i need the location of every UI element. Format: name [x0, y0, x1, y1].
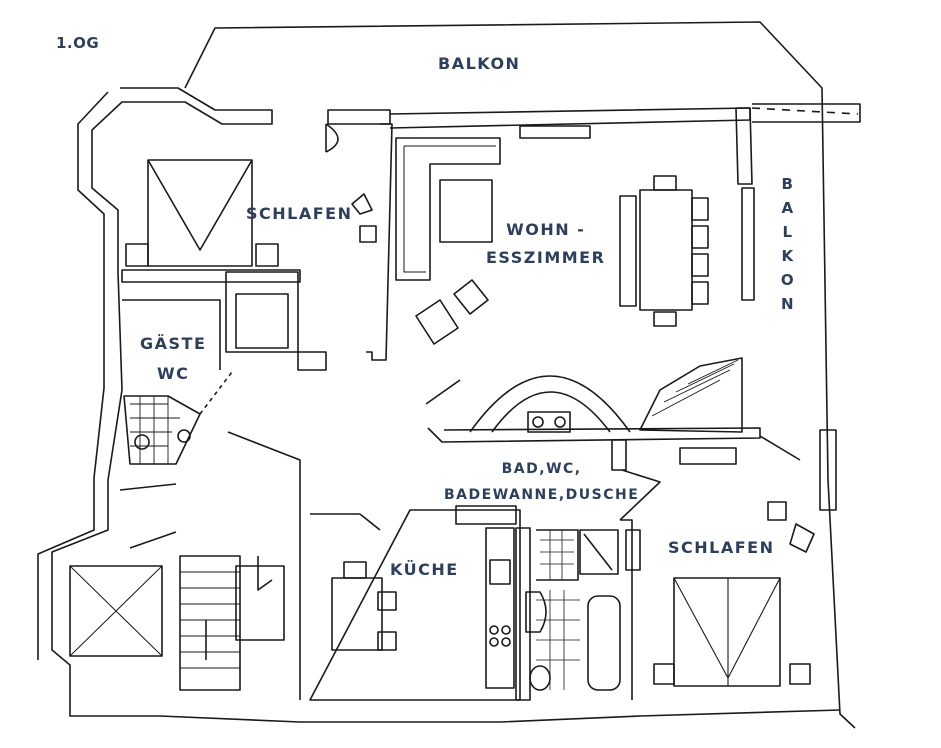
kitchen-table	[331, 577, 383, 651]
room-label-balkon-top: BALKON	[438, 54, 521, 73]
balkon-letter: L	[782, 223, 794, 241]
outer-wall	[51, 87, 841, 723]
room-label-schlafen-2: SCHLAFEN	[668, 538, 775, 557]
bathtub	[587, 595, 621, 691]
shower	[579, 529, 619, 575]
wohn-line-1: WOHN -	[506, 220, 586, 239]
bed-1	[147, 159, 253, 267]
wohn-line-2: ESSZIMMER	[486, 248, 606, 267]
dining-table	[639, 189, 693, 311]
balkon-letter: B	[781, 175, 795, 193]
guest-wc-box	[225, 271, 299, 353]
bedroom1-walls	[121, 123, 393, 361]
stair-lower	[179, 555, 241, 691]
balkon-letter: A	[781, 199, 795, 217]
balcony-outline	[184, 21, 856, 729]
bedroom2-walls	[619, 429, 837, 521]
living-right-wall	[735, 103, 861, 185]
room-label-kueche: KÜCHE	[390, 560, 459, 579]
floor-label: 1.OG	[56, 34, 100, 52]
gaeste-line-1: GÄSTE	[140, 334, 207, 353]
room-label-balkon-right: B A L K O N	[778, 175, 798, 313]
kitchen-counter	[485, 527, 515, 689]
bad-line-2: BADEWANNE,DUSCHE	[444, 487, 640, 503]
room-label-bad: BAD,WC, BADEWANNE,DUSCHE	[444, 456, 639, 508]
balkon-letter: N	[780, 295, 796, 313]
balcony-dashed	[751, 107, 859, 115]
sofa	[395, 137, 501, 281]
door-swing-1	[325, 123, 339, 153]
bad-line-1: BAD,WC,	[501, 461, 582, 477]
gaeste-line-2: WC	[157, 364, 190, 383]
stair-upper	[639, 357, 743, 433]
outer-wall-inner	[37, 91, 109, 660]
coffee-table	[439, 179, 493, 243]
central-walls	[425, 379, 761, 443]
armchair-1	[415, 299, 459, 345]
room-label-schlafen-1: SCHLAFEN	[246, 204, 353, 223]
balkon-letter: O	[780, 271, 796, 289]
room-label-gaeste-wc: GÄSTE WC	[140, 329, 206, 389]
guest-wc-walls	[122, 299, 221, 465]
bed-2	[673, 577, 781, 687]
armchair-2	[453, 279, 489, 315]
balkon-letter: K	[781, 247, 795, 265]
bay-room	[69, 565, 163, 657]
curved-counter	[469, 375, 631, 433]
bathroom-walls	[515, 519, 633, 701]
room-label-wohn-esszimmer: WOHN - ESSZIMMER	[486, 216, 605, 272]
kitchen-walls	[309, 509, 521, 701]
